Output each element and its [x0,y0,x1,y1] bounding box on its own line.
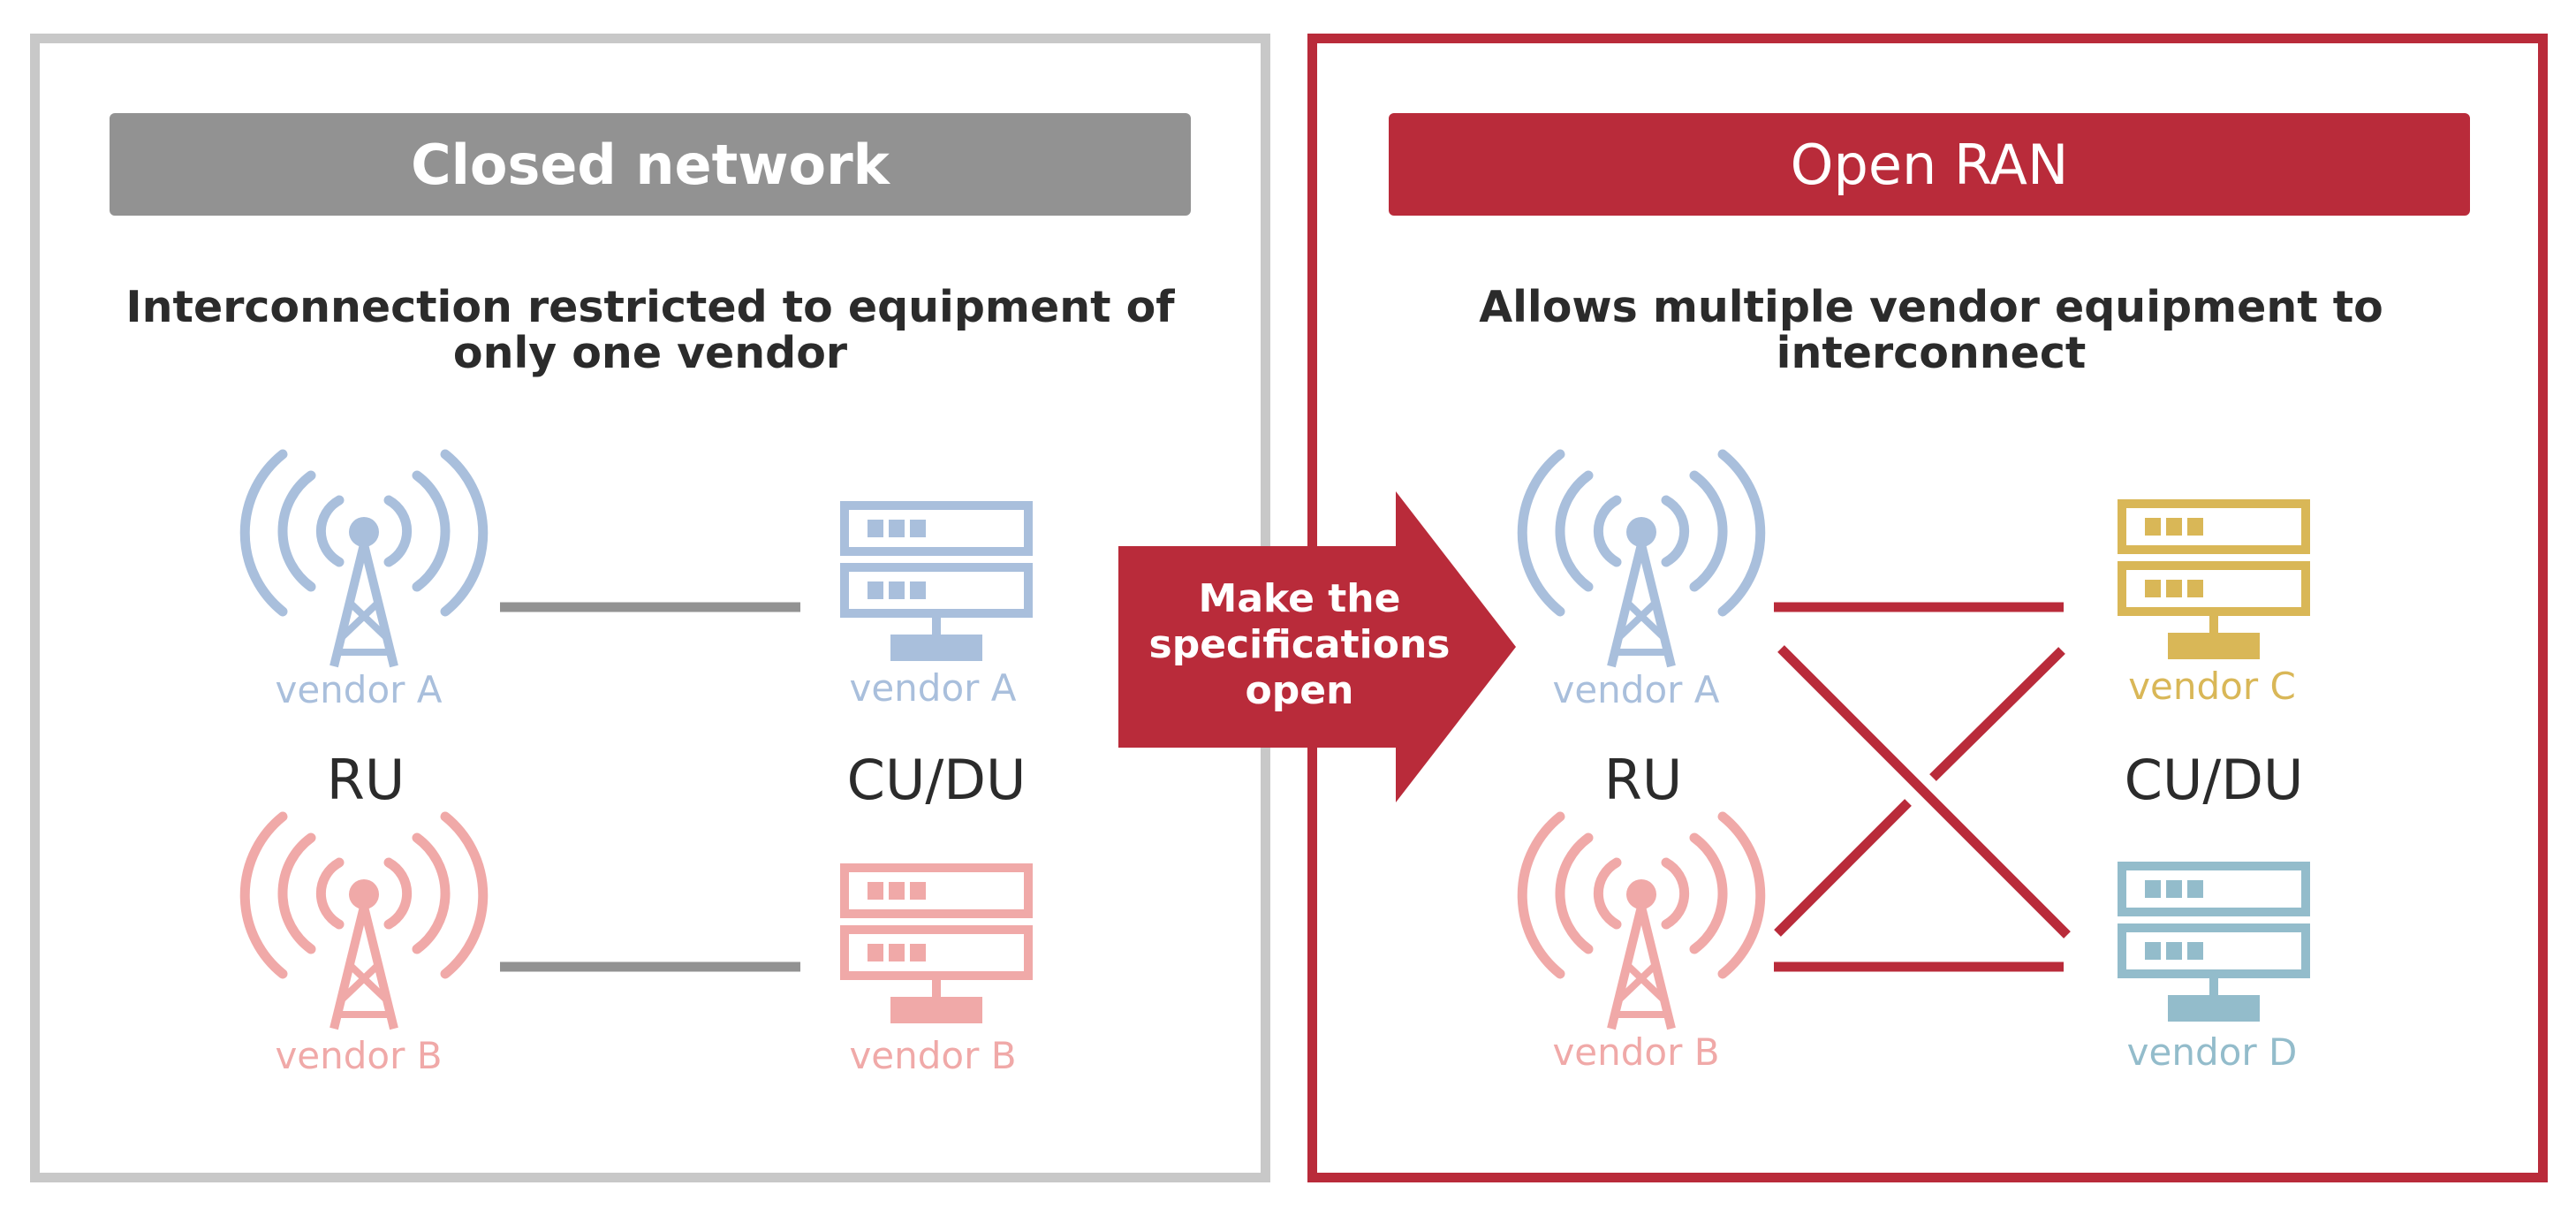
open-ru-bottom-vendor: vendor B [1552,1030,1720,1074]
transition-arrow [1118,491,1516,802]
open-link-b-c-upper [1929,647,2065,781]
closed-network-title: Closed network [110,113,1191,216]
closed-cudu-label: CU/DU [846,748,1027,812]
server-rack-icon-closed-a [845,505,1028,661]
transition-arrow-label: Make the specifications open [1148,576,1451,713]
antenna-tower-icon-open-a [1522,454,1761,666]
open-cudu-bottom-vendor: vendor D [2126,1030,2298,1074]
server-rack-icon-open-d [2122,866,2306,1022]
antenna-tower-icon-closed-b [245,817,483,1029]
open-ran-subtitle: Allows multiple vendor equipment to inte… [1479,282,2383,378]
server-rack-icon-closed-b [845,868,1028,1023]
open-cudu-label: CU/DU [2124,748,2304,812]
open-ru-label: RU [1603,748,1683,812]
open-ran-title: Open RAN [1389,113,2470,216]
closed-ru-label: RU [326,748,405,812]
server-rack-icon-open-c [2122,504,2306,659]
open-cudu-top-vendor: vendor C [2128,665,2296,708]
closed-network-subtitle: Interconnection restricted to equipment … [125,282,1175,378]
antenna-tower-icon-closed-a [245,454,483,666]
closed-ru-bottom-vendor: vendor B [275,1034,443,1077]
open-link-b-c-lower [1774,799,1912,937]
antenna-tower-icon-open-b [1522,817,1761,1029]
closed-cudu-top-vendor: vendor A [849,666,1017,710]
closed-cudu-bottom-vendor: vendor B [849,1034,1017,1077]
open-ru-top-vendor: vendor A [1552,668,1720,711]
open-link-a-d [1777,645,2071,939]
closed-ru-top-vendor: vendor A [275,668,443,711]
